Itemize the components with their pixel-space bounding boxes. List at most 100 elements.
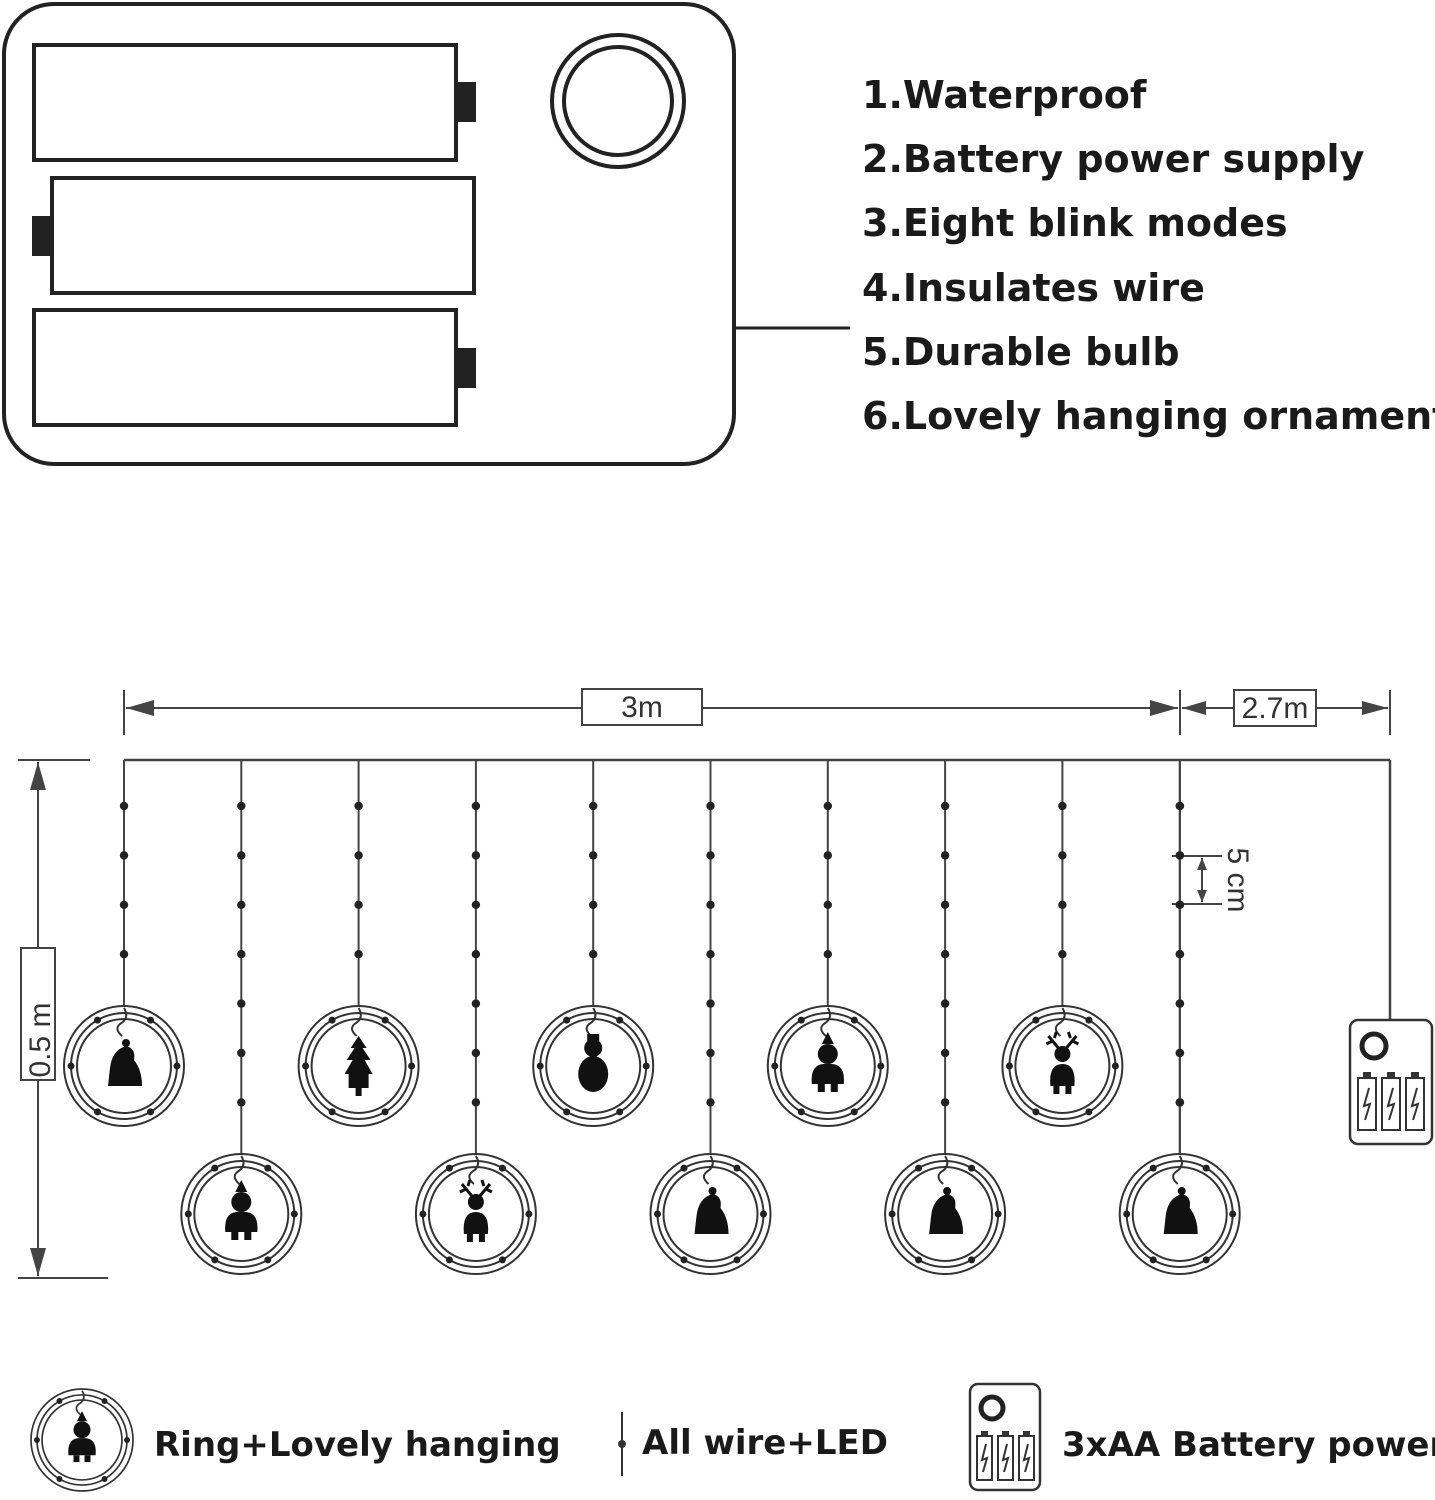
santa-icon	[68, 1411, 96, 1463]
led-bead	[119, 801, 129, 811]
led-bead	[706, 900, 715, 909]
led-bead	[823, 950, 832, 959]
santa-icon	[811, 1032, 844, 1092]
ring-ornament-tree	[297, 1005, 420, 1127]
led-bead	[237, 1048, 246, 1058]
ring-ornament-icon	[30, 1388, 134, 1492]
small-battery-box-icon	[1348, 1018, 1434, 1146]
led-bead	[1058, 950, 1067, 959]
led-bead	[940, 999, 950, 1008]
battery-box-illustration	[2, 2, 850, 466]
feature-list: 1.Waterproof 2.Battery power supply 3.Ei…	[862, 73, 1435, 438]
led-bead	[471, 999, 481, 1008]
led-bead	[589, 900, 598, 909]
led-bead	[1175, 1048, 1185, 1058]
led-bead	[119, 851, 129, 860]
light-strands	[63, 760, 1241, 1275]
led-bead	[1175, 999, 1185, 1008]
led-bead	[237, 950, 246, 959]
led-bead	[471, 851, 481, 860]
strand-1	[63, 760, 185, 1127]
led-bead	[1058, 900, 1067, 909]
bell-icon	[694, 1187, 729, 1234]
bell-icon	[1163, 1187, 1198, 1234]
bell-icon	[929, 1187, 964, 1234]
ring-ornament-bell	[63, 1005, 185, 1127]
led-bead	[471, 950, 481, 959]
reindeer-icon	[459, 1179, 493, 1242]
led-bead	[706, 1098, 715, 1107]
feature-item-4: 4.Insulates wire	[862, 266, 1205, 310]
feature-item-1: 1.Waterproof	[862, 73, 1147, 117]
tree-icon	[344, 1036, 373, 1096]
led-bead	[706, 999, 715, 1008]
led-bead	[237, 851, 246, 860]
snowman-icon	[578, 1034, 609, 1092]
led-bead	[823, 900, 832, 909]
lead-label: 2.7m	[1242, 692, 1309, 725]
led-bead	[589, 801, 598, 811]
led-bead	[119, 950, 129, 959]
santa-icon	[225, 1180, 258, 1240]
strand-3	[297, 760, 420, 1127]
ring-ornament-snowman	[532, 1005, 655, 1127]
led-bead	[354, 851, 363, 860]
spacing-label: 5 cm	[1221, 847, 1254, 912]
battery-cell-1	[32, 43, 476, 162]
led-bead	[1175, 950, 1185, 959]
strand-7	[766, 760, 889, 1127]
ring-ornament-bell	[649, 1153, 772, 1275]
led-bead	[471, 900, 481, 909]
strand-8	[884, 760, 1007, 1275]
strand-2	[180, 760, 303, 1275]
led-bead	[1175, 900, 1185, 909]
led-bead	[1058, 801, 1067, 811]
led-bead	[1175, 1098, 1185, 1107]
bell-icon	[108, 1039, 142, 1086]
led-bead	[823, 851, 832, 860]
legend: Ring+Lovely hanging All wire+LED	[30, 1382, 1435, 1492]
led-bead	[589, 950, 598, 959]
led-bead	[1175, 851, 1185, 860]
ring-ornament-reindeer	[414, 1153, 537, 1275]
led-bead	[119, 900, 129, 909]
ring-ornament-reindeer	[1001, 1005, 1124, 1127]
led-bead	[823, 801, 832, 811]
legend-ring-label: Ring+Lovely hanging	[154, 1425, 561, 1465]
led-bead	[940, 851, 950, 860]
feature-item-3: 3.Eight blink modes	[862, 201, 1288, 245]
strand-4	[414, 760, 537, 1275]
legend-battery-label: 3xAA Battery power	[1062, 1425, 1435, 1465]
led-bead	[1058, 851, 1067, 860]
led-bead	[1175, 801, 1185, 811]
width-dimension: 3m	[123, 688, 1391, 735]
strand-11	[1175, 760, 1185, 1154]
led-bead	[471, 801, 481, 811]
led-bead	[237, 801, 246, 811]
led-bead	[940, 1098, 950, 1107]
lead-dimension: 2.7m	[1182, 689, 1388, 727]
feature-item-6: 6.Lovely hanging ornaments	[862, 394, 1435, 438]
height-label: 0.5 m	[24, 1002, 57, 1077]
led-bead	[706, 801, 715, 811]
ring-ornament-santa	[766, 1005, 889, 1127]
battery-cell-3	[32, 308, 476, 427]
width-label: 3m	[621, 691, 663, 724]
ring-ornament-santa	[180, 1153, 303, 1275]
feature-item-2: 2.Battery power supply	[862, 137, 1365, 181]
strand-9	[1001, 760, 1124, 1127]
led-bead	[940, 950, 950, 959]
led-bead	[940, 1048, 950, 1058]
led-bead	[354, 950, 363, 959]
power-button-icon	[550, 33, 686, 169]
led-bead	[237, 999, 246, 1008]
led-bead	[471, 1098, 481, 1107]
battery-box-icon	[968, 1382, 1042, 1492]
wire-led-icon	[618, 1412, 626, 1476]
ring-ornament-bell	[884, 1153, 1007, 1275]
ring-ornament-bell	[1118, 1153, 1241, 1275]
legend-wire-label: All wire+LED	[642, 1423, 888, 1463]
led-bead	[589, 851, 598, 860]
led-bead	[237, 1098, 246, 1107]
led-bead	[237, 900, 246, 909]
